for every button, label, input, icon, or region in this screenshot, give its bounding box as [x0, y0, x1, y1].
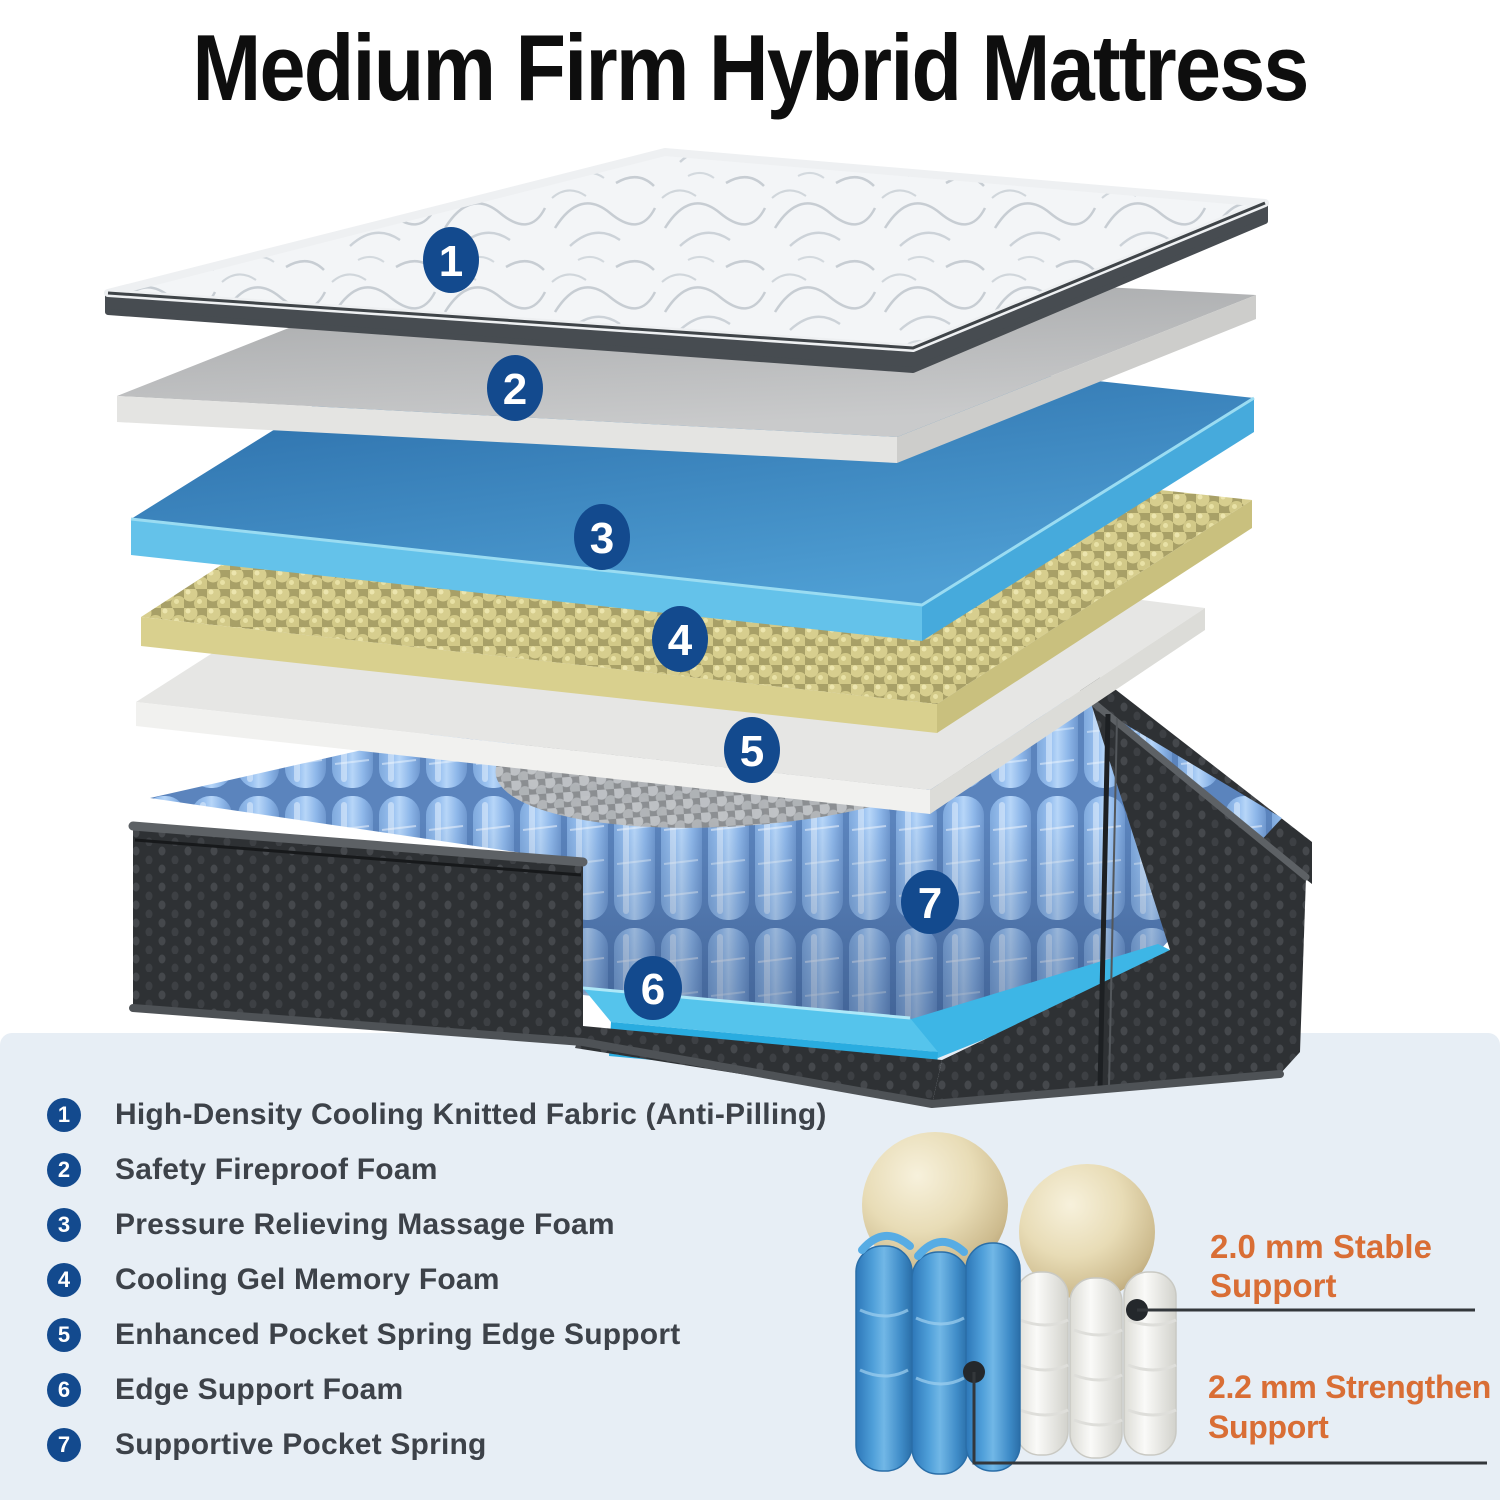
layer-3-edge-highlight [130, 396, 1255, 607]
svg-text:6: 6 [641, 965, 665, 1014]
badge-6: 6 [624, 956, 682, 1020]
layer-4-top [141, 413, 1252, 704]
legend-item-2: 2 Safety Fireproof Foam [47, 1142, 827, 1197]
legend-label: Cooling Gel Memory Foam [115, 1262, 500, 1296]
badge-4: 4 [652, 606, 708, 672]
legend-label: Pressure Relieving Massage Foam [115, 1207, 615, 1241]
annotation-strengthen-support: 2.2 mm Strengthen Support [1208, 1367, 1491, 1447]
edge-foam-highlight [582, 986, 911, 1020]
annotation-stable-support: 2.0 mm Stable Support [1210, 1227, 1432, 1305]
legend-number-badge: 1 [47, 1097, 81, 1132]
layer-3-top [131, 312, 1254, 605]
legend-label: Edge Support Foam [115, 1373, 404, 1407]
legend-label: High-Density Cooling Knitted Fabric (Ant… [115, 1097, 827, 1131]
legend-number-badge: 2 [47, 1152, 81, 1187]
annotation-line: 2.2 mm Strengthen [1208, 1369, 1491, 1405]
layer-badges: 1 2 3 4 5 6 7 [423, 227, 959, 1020]
layer-5-edge-support-slab [136, 510, 1205, 814]
layer-4-right [937, 500, 1252, 733]
legend-number-badge: 3 [47, 1207, 81, 1242]
right-wall-seam-highlight [1108, 717, 1118, 1087]
legend-number-badge: 4 [47, 1262, 81, 1297]
legend-label: Safety Fireproof Foam [115, 1152, 438, 1186]
badge-2: 2 [487, 355, 543, 421]
left-rim-shadow [134, 838, 582, 877]
right-rim-piping [1086, 696, 1310, 881]
layer-5-front [136, 702, 930, 814]
pocket-springs-field [150, 652, 1282, 1025]
legend-item-1: 1 High-Density Cooling Knitted Fabric (A… [47, 1087, 827, 1142]
svg-text:2: 2 [503, 365, 527, 414]
layer-1-edge [105, 200, 1268, 373]
svg-text:7: 7 [918, 879, 942, 928]
badge-5: 5 [724, 717, 780, 783]
legend-number-badge: 7 [47, 1428, 81, 1463]
layer-2-top [117, 254, 1256, 437]
svg-text:1: 1 [439, 237, 463, 286]
layer-4-gel-memory-foam [141, 413, 1252, 733]
legend-label: Supportive Pocket Spring [115, 1428, 487, 1462]
layer-3-massage-foam [130, 312, 1255, 641]
layer-1-piping-line [107, 201, 1266, 350]
layer-1-knitted-fabric [104, 148, 1269, 373]
svg-text:3: 3 [590, 514, 614, 563]
legend-number-badge: 5 [47, 1317, 81, 1352]
base-back-wall [1080, 662, 1312, 884]
legend-item-7: 7 Supportive Pocket Spring [47, 1418, 827, 1473]
layer-2-right [897, 295, 1256, 463]
right-wall-seam [1097, 713, 1111, 1089]
layer-2-front [117, 396, 897, 463]
legend-label: Enhanced Pocket Spring Edge Support [115, 1317, 681, 1351]
legend-item-5: 5 Enhanced Pocket Spring Edge Support [47, 1307, 827, 1362]
page-title: Medium Firm Hybrid Mattress [192, 15, 1309, 120]
annotation-line: 2.0 mm Stable [1210, 1228, 1432, 1265]
springs-shading [150, 652, 1282, 1025]
annotation-line: Support [1208, 1409, 1329, 1445]
badge-1: 1 [423, 227, 479, 293]
layer-3-right [922, 398, 1254, 641]
svg-text:4: 4 [668, 616, 693, 665]
left-rim-piping [128, 821, 588, 867]
layer-2-fireproof-foam [117, 254, 1256, 463]
layer-5-top [136, 510, 1205, 790]
layer-5-right [930, 608, 1205, 814]
legend-item-6: 6 Edge Support Foam [47, 1362, 827, 1417]
base-left-wall [133, 826, 583, 1042]
badge-7: 7 [901, 870, 959, 934]
layer-legend: 1 High-Density Cooling Knitted Fabric (A… [47, 1087, 827, 1473]
legend-item-4: 4 Cooling Gel Memory Foam [47, 1252, 827, 1307]
badge-3: 3 [574, 504, 630, 570]
legend-number-badge: 6 [47, 1373, 81, 1408]
coil-tops-patch [495, 684, 985, 828]
layer-4-front [141, 617, 937, 733]
layer-3-front [131, 519, 922, 641]
layer-1-top [104, 148, 1269, 352]
annotation-line: Support [1210, 1267, 1337, 1304]
legend-item-3: 3 Pressure Relieving Massage Foam [47, 1197, 827, 1252]
svg-text:5: 5 [740, 727, 764, 776]
